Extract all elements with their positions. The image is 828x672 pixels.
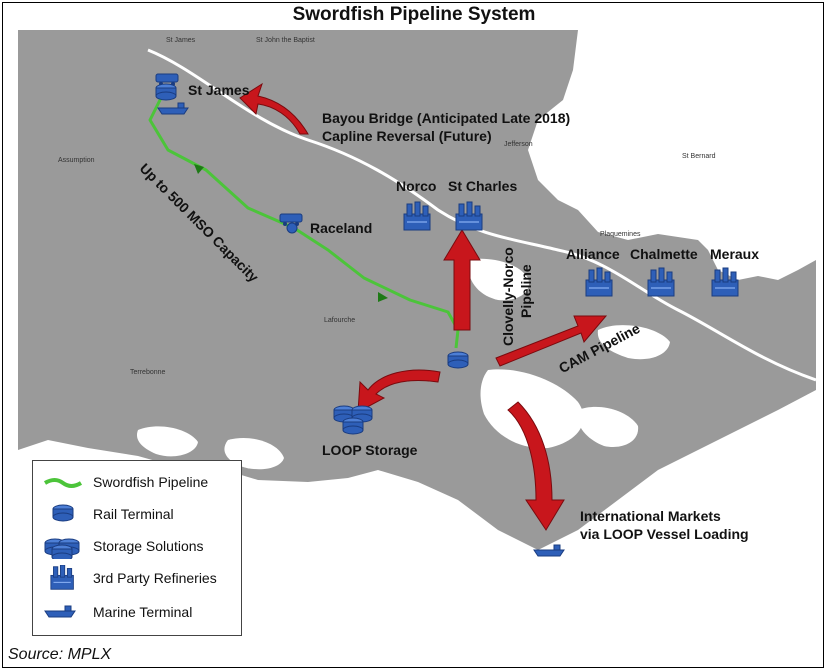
legend-item-marine: Marine Terminal [41, 599, 237, 625]
hub-terminal-icon [447, 351, 469, 369]
label-meraux: Meraux [710, 246, 760, 262]
chalmette-refinery-icon [647, 267, 675, 297]
source-note: Source: MPLX [8, 646, 112, 663]
legend-item-storage: Storage Solutions [41, 533, 237, 559]
label-raceland: Raceland [310, 220, 373, 236]
parish-jefferson: Jefferson [504, 141, 533, 148]
page-title: Swordfish Pipeline System [292, 4, 536, 25]
refinery-icon [50, 565, 74, 590]
legend-item-refinery: 3rd Party Refineries [41, 565, 237, 591]
st-james-storage-icon [155, 83, 177, 101]
label-international-2: via LOOP Vessel Loading [580, 526, 749, 542]
pipeline-icon [43, 478, 83, 488]
parish-st-john: St John the Baptist [256, 37, 315, 44]
legend-label: Rail Terminal [93, 506, 174, 522]
pipeline-arrow-1 [194, 164, 204, 174]
arrow-cam [495, 315, 608, 367]
legend-label: 3rd Party Refineries [93, 570, 217, 586]
label-bayou-bridge: Bayou Bridge (Anticipated Late 2018) [322, 110, 571, 126]
label-st-charles: St Charles [448, 178, 518, 194]
legend-label: Storage Solutions [93, 538, 204, 554]
label-clovelly-pipeline: Pipeline [518, 264, 534, 318]
legend-label: Marine Terminal [93, 604, 193, 620]
label-international-1: International Markets [580, 508, 721, 524]
raceland-terminal-icon [286, 222, 298, 234]
st-charles-refinery-icon [455, 201, 483, 231]
parish-terrebonne: Terrebonne [130, 369, 166, 376]
parish-st-bernard: St Bernard [682, 153, 716, 160]
arrow-international [507, 401, 565, 531]
storage-icon [44, 538, 80, 559]
norco-refinery-icon [403, 201, 431, 231]
swordfish-pipeline [148, 87, 460, 349]
legend: Swordfish Pipeline Rail Terminal Storage… [32, 460, 242, 636]
parish-st-james: St James [166, 37, 196, 44]
label-chalmette: Chalmette [630, 246, 698, 262]
parish-assumption: Assumption [58, 157, 95, 164]
arrow-st-james [239, 82, 309, 135]
meraux-refinery-icon [711, 267, 739, 297]
rail-terminal-icon [52, 504, 74, 522]
legend-item-pipeline: Swordfish Pipeline [41, 469, 237, 495]
mississippi-river [147, 48, 816, 382]
parish-lafourche: Lafourche [324, 317, 355, 324]
alliance-refinery-icon [585, 267, 613, 297]
parish-plaquemines: Plaquemines [600, 231, 641, 238]
label-alliance: Alliance [566, 246, 620, 262]
flow-arrows [239, 82, 608, 531]
pipeline-arrow-2 [378, 292, 388, 302]
legend-item-rail: Rail Terminal [41, 501, 237, 527]
label-st-james: St James [188, 82, 250, 98]
arrow-st-charles [443, 229, 481, 331]
label-norco: Norco [396, 178, 437, 194]
label-loop-storage: LOOP Storage [322, 442, 418, 458]
label-capline: Capline Reversal (Future) [322, 128, 492, 144]
marine-terminal-icon [44, 605, 76, 618]
legend-label: Swordfish Pipeline [93, 474, 209, 490]
label-clovelly: Clovelly-Norco [500, 247, 516, 346]
